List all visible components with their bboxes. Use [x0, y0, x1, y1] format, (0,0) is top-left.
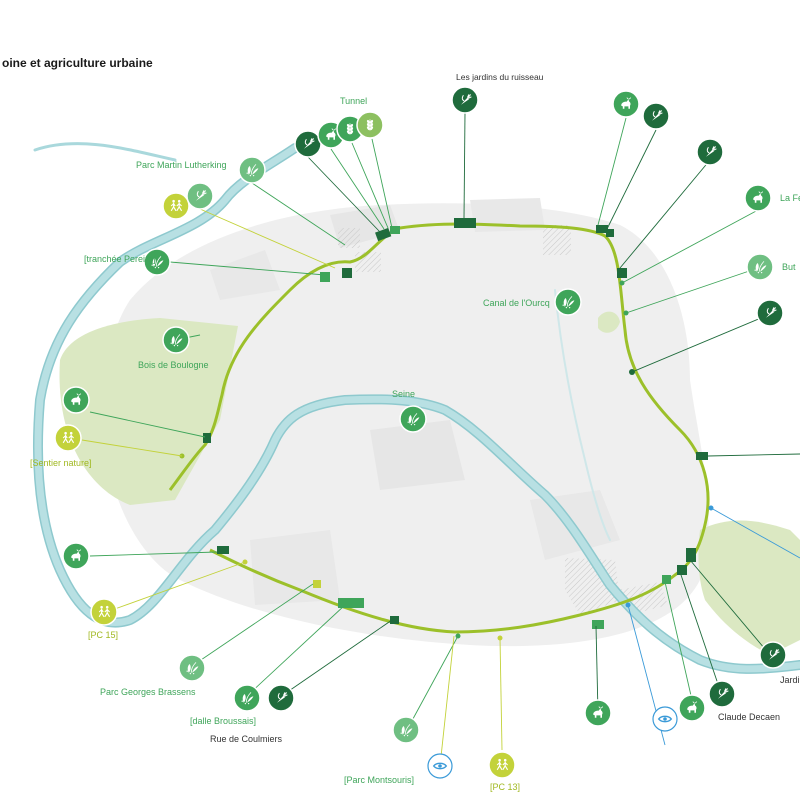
eye-icon[interactable]: [427, 753, 453, 779]
leader-lines: [81, 112, 800, 767]
map-title: oine et agriculture urbaine: [2, 56, 153, 70]
hikers-icon[interactable]: [162, 192, 190, 220]
label-dalle-broussais: [dalle Broussais]: [190, 716, 256, 726]
hikers-icon[interactable]: [90, 598, 118, 626]
plant-icon[interactable]: [554, 288, 582, 316]
label-pc13: [PC 13]: [490, 782, 520, 792]
carrot-icon[interactable]: [267, 684, 295, 712]
wheat-icon[interactable]: [356, 111, 384, 139]
eye-icon[interactable]: [652, 706, 678, 732]
label-martin-lutherking: Parc Martin Lutherking: [136, 160, 227, 170]
label-tranchee-pereire: [tranchée Pereire]: [84, 254, 156, 264]
label-sentier-nature: [Sentier nature]: [30, 458, 92, 468]
label-pc15: [PC 15]: [88, 630, 118, 640]
hikers-icon[interactable]: [488, 751, 516, 779]
plant-icon[interactable]: [178, 654, 206, 682]
label-tunnel: Tunnel: [340, 96, 367, 106]
goat-icon[interactable]: [678, 694, 706, 722]
carrot-icon[interactable]: [451, 86, 479, 114]
label-seine: Seine: [392, 389, 415, 399]
label-rue-coulmiers: Rue de Coulmiers: [210, 734, 283, 744]
goat-icon[interactable]: [62, 386, 90, 414]
plant-icon[interactable]: [143, 248, 171, 276]
plant-icon[interactable]: [162, 326, 190, 354]
label-la-fe: La Fe: [780, 193, 800, 203]
plant-icon[interactable]: [233, 684, 261, 712]
plant-icon[interactable]: [746, 253, 774, 281]
station-markers: [179, 218, 714, 641]
label-claude-decaen: Claude Decaen: [718, 712, 780, 722]
carrot-icon[interactable]: [756, 299, 784, 327]
label-jardins-ruisseau: Les jardins du ruisseau: [456, 72, 544, 82]
label-jardin: Jardin: [780, 675, 800, 685]
carrot-icon[interactable]: [294, 130, 322, 158]
label-but: But: [782, 262, 796, 272]
label-georges-brassens: Parc Georges Brassens: [100, 687, 196, 697]
hikers-icon[interactable]: [54, 424, 82, 452]
goat-icon[interactable]: [744, 184, 772, 212]
label-bois-boulogne: Bois de Boulogne: [138, 360, 209, 370]
plant-icon[interactable]: [238, 156, 266, 184]
plant-icon[interactable]: [399, 405, 427, 433]
petite-ceinture-line: [168, 222, 710, 634]
plant-icon[interactable]: [392, 716, 420, 744]
carrot-icon[interactable]: [642, 102, 670, 130]
label-parc-montsouris: [Parc Montsouris]: [344, 775, 414, 785]
carrot-icon[interactable]: [186, 182, 214, 210]
goat-icon[interactable]: [62, 542, 90, 570]
icon-markers: [54, 86, 787, 779]
label-canal-ourcq: Canal de l'Ourcq: [483, 298, 550, 308]
carrot-icon[interactable]: [708, 680, 736, 708]
goat-icon[interactable]: [584, 699, 612, 727]
carrot-icon[interactable]: [759, 641, 787, 669]
carrot-icon[interactable]: [696, 138, 724, 166]
goat-icon[interactable]: [612, 90, 640, 118]
seine-river: [32, 142, 800, 674]
